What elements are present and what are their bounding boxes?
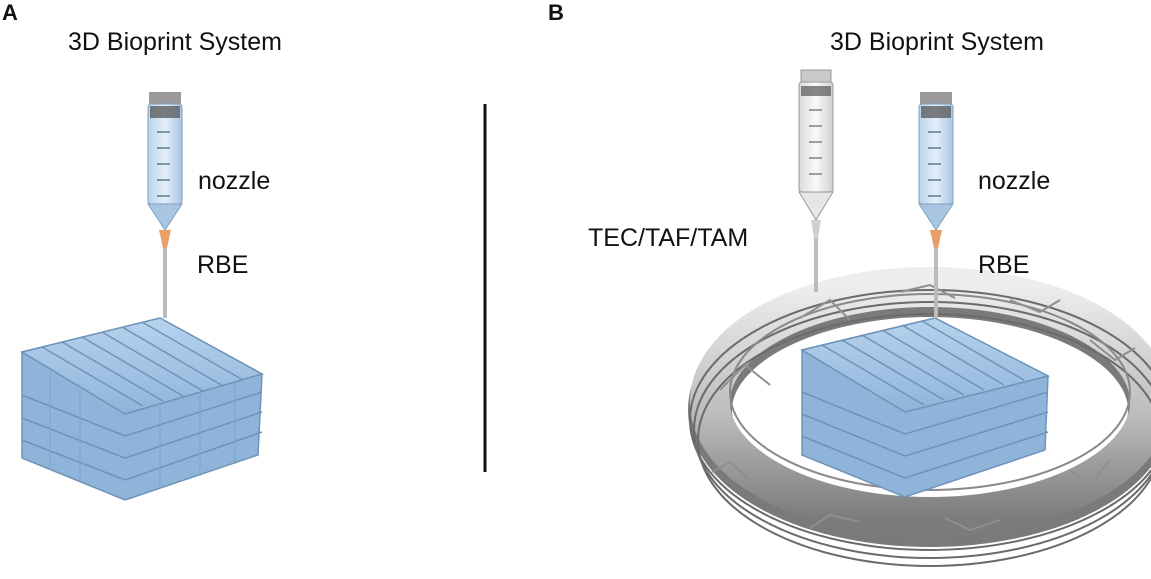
syringe-barrel-b — [918, 103, 954, 205]
panel-a-nozzle-label: nozzle — [198, 167, 271, 195]
printed-construct-b — [800, 317, 1051, 498]
panel-letter-b: B — [548, 0, 564, 25]
panel-b-title: 3D Bioprint System — [830, 28, 1044, 56]
syringe-b-secondary — [798, 69, 834, 292]
syringe-barrel-b-secondary — [798, 81, 834, 193]
panel-b-nozzle-label: nozzle — [978, 167, 1051, 195]
syringe-a — [147, 92, 183, 318]
panel-b-material-label: RBE — [978, 251, 1030, 279]
syringe-b — [918, 92, 954, 318]
ring-construct-b — [688, 267, 1151, 567]
needle-tip-b — [930, 230, 942, 248]
panel-b-secondary-material-label: TEC/TAF/TAM — [588, 224, 749, 252]
syringe-plunger-a — [149, 92, 181, 104]
printed-construct-a — [20, 317, 264, 501]
panel-a-title: 3D Bioprint System — [68, 28, 282, 56]
panel-letter-a: A — [2, 0, 18, 25]
syringe-barrel-a — [147, 103, 183, 205]
panel-a-material-label: RBE — [197, 251, 249, 279]
needle-tip-a — [159, 230, 171, 248]
